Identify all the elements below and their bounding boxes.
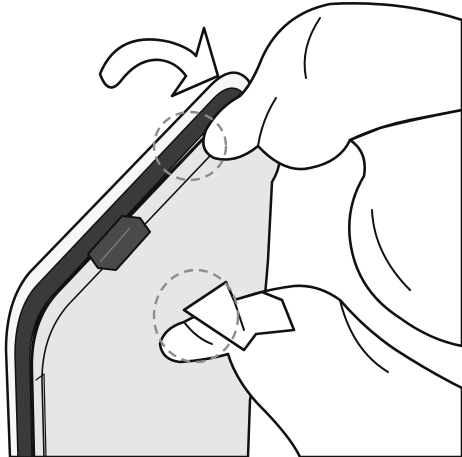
upper-arm [349, 110, 462, 346]
curved-arrow-icon [100, 28, 218, 96]
